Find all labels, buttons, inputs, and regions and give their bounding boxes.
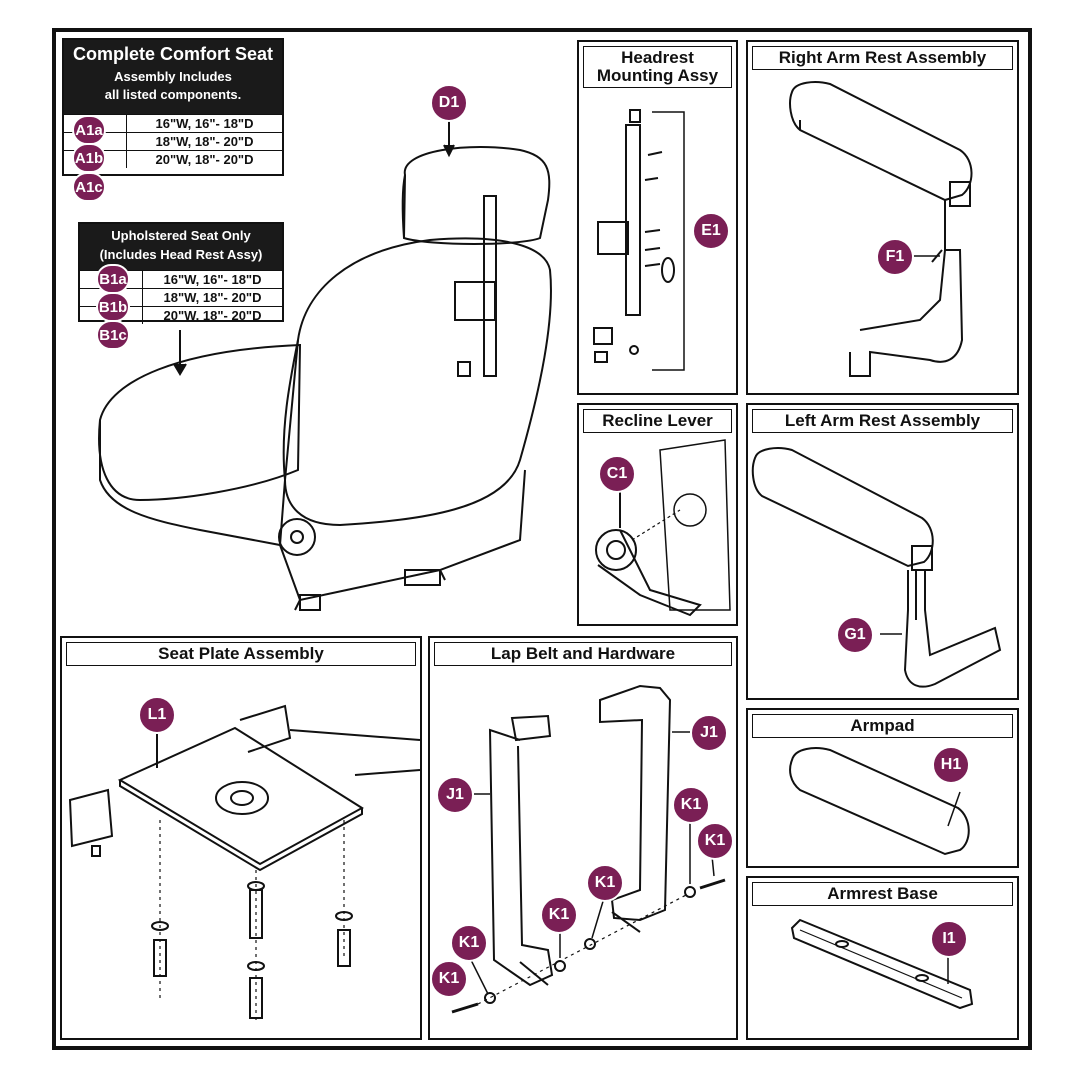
complete-seat-subtitle-1: Assembly Includes [114,69,232,84]
table-row: 18"W, 18"- 20"D [64,132,282,150]
seat-plate-panel: Seat Plate Assembly [60,636,422,1040]
armpad-panel: Armpad [746,708,1019,868]
complete-seat-subtitle-2: all listed components. [104,87,242,102]
callout-k1: K1 [696,822,734,860]
table-row: 20"W, 18"- 20"D [64,150,282,168]
table-row: 16"W, 16"- 18"D [80,270,282,288]
armpad-title: Armpad [752,714,1013,738]
callout-k1: K1 [450,924,488,962]
upholstered-seat-title-1: Upholstered Seat Only [111,228,251,243]
size-value: 18"W, 18"- 20"D [142,289,282,306]
headrest-mounting-title: Headrest Mounting Assy [583,46,732,88]
table-row: 18"W, 18"- 20"D [80,288,282,306]
callout-d1: D1 [430,84,468,122]
size-value: 20"W, 18"- 20"D [142,307,282,324]
callout-j1-left: J1 [436,776,474,814]
right-arm-rest-title: Right Arm Rest Assembly [752,46,1013,70]
callout-j1-right: J1 [690,714,728,752]
callout-a1c: A1c [72,172,106,202]
armrest-base-panel: Armrest Base [746,876,1019,1040]
callout-l1: L1 [138,696,176,734]
size-value: 16"W, 16"- 18"D [126,115,282,132]
headrest-title-line-2: Mounting Assy [596,66,719,85]
callout-f1: F1 [876,238,914,276]
lap-belt-title: Lap Belt and Hardware [434,642,732,666]
seat-plate-title: Seat Plate Assembly [66,642,416,666]
callout-h1: H1 [932,746,970,784]
callout-e1: E1 [692,212,730,250]
headrest-title-line-1: Headrest [621,48,694,67]
callout-b1c: B1c [96,320,130,350]
armrest-base-title: Armrest Base [752,882,1013,906]
left-arm-rest-panel: Left Arm Rest Assembly [746,403,1019,700]
callout-i1: I1 [930,920,968,958]
upholstered-seat-title-2: (Includes Head Rest Assy) [99,247,263,262]
recline-lever-panel: Recline Lever [577,403,738,626]
size-value: 16"W, 16"- 18"D [142,271,282,288]
recline-lever-title: Recline Lever [583,409,732,433]
callout-k1: K1 [672,786,710,824]
callout-k1: K1 [540,896,578,934]
complete-seat-title: Complete Comfort Seat [72,44,274,64]
table-row: 16"W, 16"- 18"D [64,114,282,132]
callout-b1b: B1b [96,292,130,322]
callout-a1a: A1a [72,115,106,145]
table-row: 20"W, 18"- 20"D [80,306,282,324]
lap-belt-panel: Lap Belt and Hardware [428,636,738,1040]
callout-g1: G1 [836,616,874,654]
left-arm-rest-title: Left Arm Rest Assembly [752,409,1013,433]
size-value: 18"W, 18"- 20"D [126,133,282,150]
callout-c1: C1 [598,455,636,493]
right-arm-rest-panel: Right Arm Rest Assembly [746,40,1019,395]
size-value: 20"W, 18"- 20"D [126,151,282,168]
complete-seat-header: Complete Comfort Seat Assembly Includes … [64,40,282,114]
callout-k1: K1 [586,864,624,902]
callout-k1: K1 [430,960,468,998]
upholstered-seat-header: Upholstered Seat Only (Includes Head Res… [80,224,282,270]
